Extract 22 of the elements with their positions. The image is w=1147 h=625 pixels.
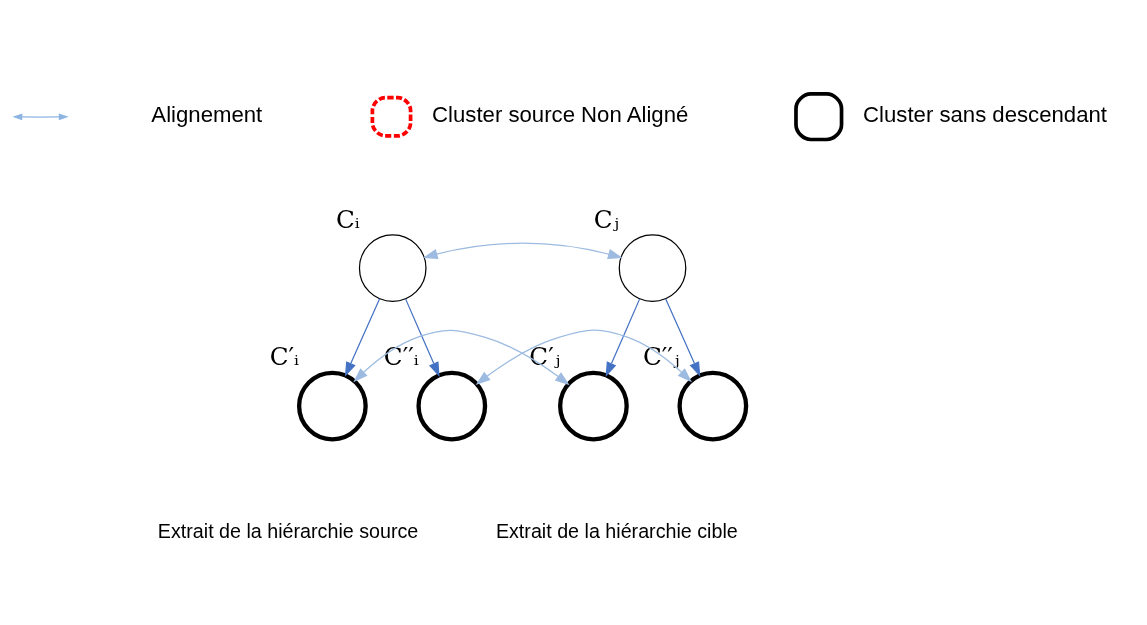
legend-label: Alignement	[151, 102, 263, 128]
legend-label: Cluster sans descendant	[863, 102, 1107, 128]
arrow	[605, 298, 641, 377]
arrow	[422, 242, 623, 260]
node-circle	[358, 234, 427, 303]
arrow	[353, 329, 570, 386]
label: Extrait de la hiérarchie source	[157, 519, 419, 542]
node-circle	[558, 370, 629, 442]
node-label: C′ᵢ	[269, 342, 300, 372]
node-label: Cⱼ	[593, 204, 620, 234]
arrow	[665, 298, 701, 377]
node-label: C′′ⱼ	[642, 342, 680, 372]
node-circle	[416, 370, 488, 442]
arrow	[344, 298, 381, 377]
node-circle	[618, 234, 687, 303]
legend-label: Cluster source Non Aligné	[432, 102, 689, 128]
node-label: C′′ᵢ	[383, 342, 419, 372]
arrow	[475, 329, 692, 385]
label: Extrait de la hiérarchie cible	[495, 519, 738, 542]
node-label: C′ⱼ	[529, 342, 561, 372]
node-label: Cᵢ	[335, 204, 360, 234]
arrow	[405, 298, 440, 377]
